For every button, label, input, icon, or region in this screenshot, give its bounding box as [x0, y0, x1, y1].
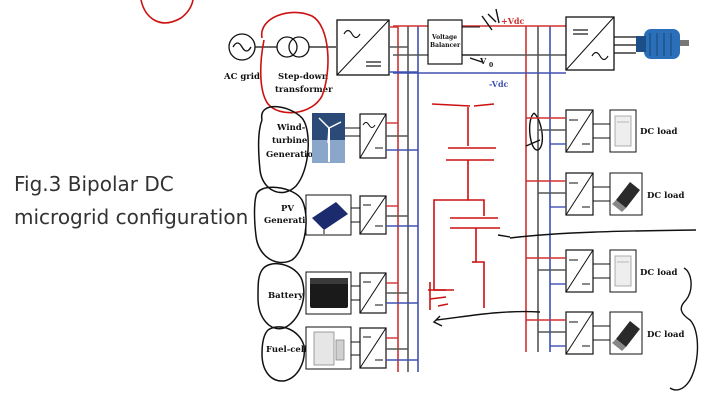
dc-load-icon — [610, 250, 636, 292]
wind-label-3: Generation — [266, 150, 319, 160]
converter-icon — [360, 114, 386, 158]
converter-icon — [360, 196, 386, 234]
black-annotation-loops — [255, 107, 309, 381]
figure-caption-line-1: Fig.3 Bipolar DC — [14, 172, 174, 196]
converter-icon — [360, 328, 386, 368]
pv-panel-icon — [306, 195, 351, 235]
dc-load-label-3: DC load — [640, 268, 678, 278]
converter-icon — [360, 273, 386, 313]
voltage-balancer-label-1: Voltage — [431, 34, 457, 41]
transformer-label-1: Step-down — [278, 72, 328, 82]
ac-source-icon — [229, 34, 255, 60]
figure-caption-line-2: microgrid configuration — [14, 205, 248, 229]
converter-icon — [566, 173, 593, 215]
vdc-positive-label: +Vdc — [501, 16, 525, 26]
vdc-negative-label: -Vdc — [489, 79, 509, 89]
fuel-cell-icon — [306, 327, 351, 369]
wind-label-2: turbine — [272, 136, 308, 146]
wind-turbine-icon — [312, 113, 345, 163]
inductive-load-icon — [610, 312, 642, 354]
converter-icon — [566, 17, 614, 70]
battery-icon — [306, 272, 351, 314]
inductive-load-icon — [610, 173, 642, 215]
dc-load-label-1: DC load — [640, 127, 678, 137]
motor-icon — [636, 29, 689, 59]
dc-load-label-2: DC load — [647, 191, 685, 201]
wind-label-1: Wind- — [276, 123, 306, 133]
fuel-cell-label: Fuel-cell — [266, 345, 308, 355]
dc-load-label-4: DC load — [647, 330, 685, 340]
converter-icon — [337, 20, 389, 75]
battery-label: Battery — [268, 291, 304, 301]
v0-sub-label: 0 — [489, 62, 493, 69]
red-annotation-capacitors — [428, 104, 500, 310]
dc-load-icon — [610, 110, 636, 152]
transformer-icon — [277, 37, 309, 57]
red-annotation-arc-top — [141, 0, 193, 23]
red-annotation-circle-transformer — [261, 12, 328, 112]
ac-grid-label: AC grid — [223, 72, 260, 82]
black-annotation-check — [482, 9, 499, 30]
converter-icon — [566, 110, 593, 152]
pv-label-1: PV — [281, 204, 294, 214]
voltage-balancer-label-2: Balancer — [430, 42, 461, 49]
converter-icon — [566, 312, 593, 354]
converter-icon — [566, 250, 593, 292]
